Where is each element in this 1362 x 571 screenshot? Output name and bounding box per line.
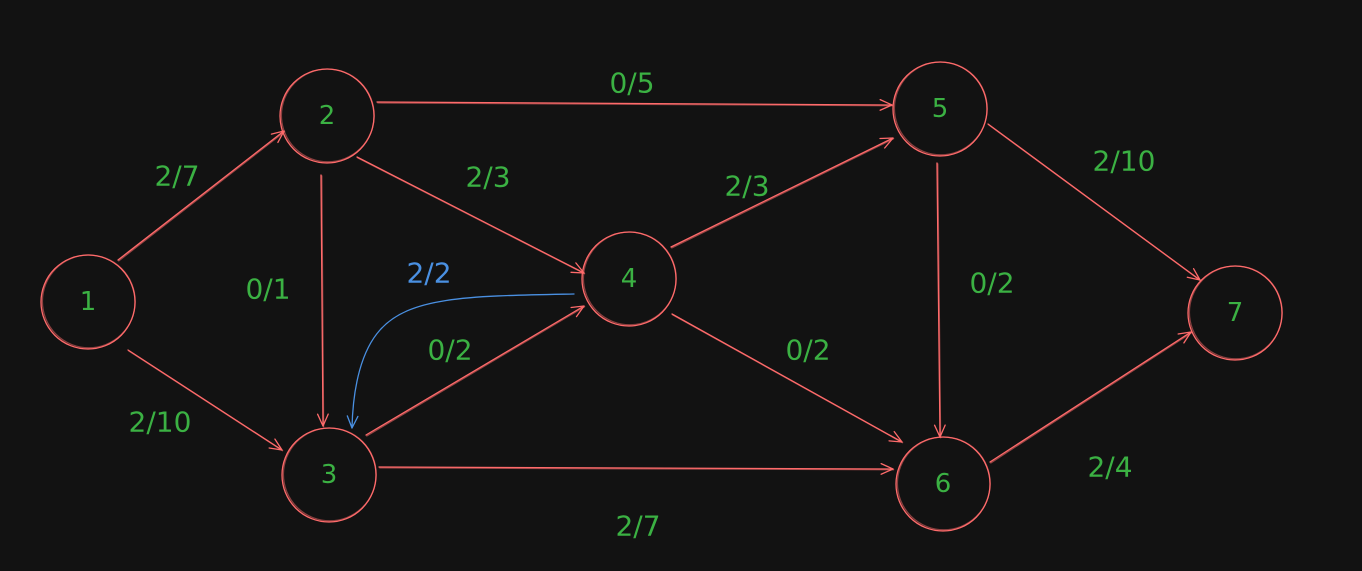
- edge-line-sketch: [118, 131, 286, 262]
- edge-line: [989, 331, 1192, 463]
- arrowhead-icon: [879, 137, 894, 149]
- node-circle-sketch: [282, 427, 377, 522]
- edge-line: [117, 130, 285, 261]
- node-label: 3: [321, 460, 338, 490]
- node-3: 3: [281, 427, 377, 523]
- node-label: 6: [935, 469, 952, 499]
- node-6: 6: [895, 436, 991, 532]
- node-circle-sketch: [1188, 265, 1283, 360]
- node-2: 2: [279, 68, 375, 164]
- edge-1-3: [127, 349, 284, 452]
- edge-line: [670, 137, 894, 248]
- node-label: 7: [1227, 298, 1244, 328]
- edge-4-5: [670, 137, 895, 249]
- node-circle-sketch: [896, 436, 991, 531]
- edge-line-sketch: [672, 314, 904, 444]
- node-label: 4: [621, 264, 638, 294]
- edge-line-sketch: [357, 157, 586, 275]
- edge-label-1-2: 2/7: [154, 160, 199, 193]
- edge-line-sketch: [128, 350, 284, 452]
- edge-label-2-5: 0/5: [609, 67, 654, 100]
- edge-1-2: [117, 130, 286, 262]
- arrowhead-icon: [316, 413, 329, 427]
- edge-line-sketch: [671, 138, 895, 249]
- edge-label-4-5: 2/3: [724, 170, 769, 203]
- edge-line-sketch: [937, 163, 942, 439]
- arrowhead-icon: [346, 415, 359, 429]
- node-circle-sketch: [582, 231, 677, 326]
- edge-labels-layer: 2/7 2/10 0/1 2/3 0/5 0/2 2/7 2/2 2/3 0/2 0/2 2/10 2/…: [129, 67, 1156, 543]
- edge-2-5: [376, 98, 894, 111]
- edge-line: [378, 466, 894, 470]
- node-1: 1: [40, 254, 136, 350]
- edge-label-4-3: 2/2: [406, 257, 451, 290]
- node-circle-sketch: [280, 68, 375, 163]
- node-7: 7: [1187, 265, 1283, 361]
- edge-5-7: [987, 123, 1202, 282]
- node-label: 1: [80, 287, 97, 317]
- edge-line: [351, 293, 575, 429]
- edge-3-4: [365, 305, 586, 437]
- edge-label-2-3: 0/1: [245, 273, 290, 306]
- edge-label-5-7: 2/10: [1093, 145, 1156, 178]
- edge-label-3-4: 0/2: [427, 334, 472, 367]
- edge-label-1-3: 2/10: [129, 406, 192, 439]
- edge-line-sketch: [379, 467, 895, 471]
- edge-5-6: [933, 162, 946, 439]
- edge-6-7: [989, 331, 1193, 464]
- arrowhead-icon: [1177, 331, 1192, 344]
- edge-line-sketch: [366, 306, 586, 437]
- nodes-layer: 1 2 3 4 5 6 7: [40, 61, 1283, 532]
- arrowhead-icon: [880, 463, 894, 475]
- edge-line: [376, 101, 893, 106]
- edge-4-3: [346, 293, 575, 429]
- edge-2-3: [316, 174, 329, 428]
- edge-label-2-4: 2/3: [465, 161, 510, 194]
- node-circle-sketch: [893, 61, 988, 156]
- arrowhead-icon: [888, 430, 903, 443]
- edge-label-4-6: 0/2: [785, 334, 830, 367]
- arrowhead-icon: [1186, 268, 1201, 281]
- edge-label-3-6: 2/7: [615, 510, 660, 543]
- edge-line-sketch: [321, 175, 325, 428]
- edges-layer: [117, 98, 1202, 475]
- arrowhead-icon: [570, 305, 585, 318]
- node-circle-sketch: [41, 254, 136, 349]
- node-4: 4: [581, 231, 677, 327]
- edge-label-6-7: 2/4: [1087, 451, 1132, 484]
- edge-line-sketch: [377, 102, 894, 107]
- edge-label-5-6: 0/2: [969, 267, 1014, 300]
- arrowhead-icon: [879, 98, 893, 111]
- edge-4-6: [671, 313, 904, 444]
- arrowhead-icon: [268, 438, 283, 451]
- node-5: 5: [892, 61, 988, 157]
- edge-line-sketch: [988, 124, 1202, 282]
- edge-line-sketch: [990, 332, 1193, 464]
- node-label: 5: [932, 94, 949, 124]
- edge-line: [365, 305, 585, 436]
- edge-3-6: [378, 463, 895, 475]
- node-label: 2: [319, 101, 336, 131]
